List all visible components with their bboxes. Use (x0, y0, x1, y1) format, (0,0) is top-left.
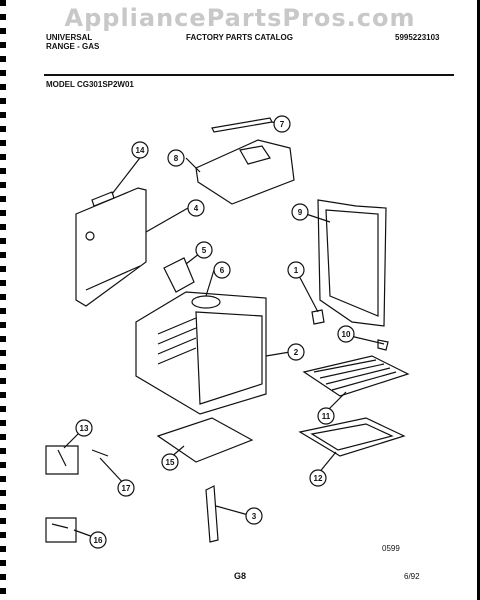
part-7-bracket (211, 117, 273, 133)
callout-label-15: 15 (166, 458, 175, 467)
callout-label-7: 7 (280, 120, 285, 129)
callout-label-4: 4 (194, 204, 199, 213)
part-10-stop (377, 339, 389, 351)
part-11-rack (302, 355, 410, 397)
part-9-side-panel (317, 199, 387, 327)
page-number: G8 (234, 571, 247, 581)
part-1-valve (311, 309, 325, 325)
callout-label-17: 17 (122, 484, 131, 493)
callout-label-13: 13 (80, 424, 89, 433)
drawing-code: 0599 (382, 544, 400, 553)
part-8-top-panel (195, 139, 295, 205)
callout-label-9: 9 (298, 208, 303, 217)
callout-label-16: 16 (94, 536, 103, 545)
callout-2 (287, 343, 305, 361)
callout-label-10: 10 (342, 330, 351, 339)
scan-edge-right (477, 0, 480, 600)
callout-label-14: 14 (136, 146, 145, 155)
callout-label-5: 5 (202, 246, 207, 255)
header-rule (44, 74, 454, 76)
callout-12 (309, 469, 327, 487)
callout-label-2: 2 (294, 348, 299, 357)
callout-5 (195, 241, 213, 259)
part-5-burner-box (163, 257, 195, 293)
callout-11 (317, 407, 335, 425)
callout-3 (245, 507, 263, 525)
callout-16 (89, 531, 107, 549)
part-number: 5995223103 (395, 33, 440, 42)
callout-8 (167, 149, 185, 167)
callout-4 (187, 199, 205, 217)
callout-14 (131, 141, 149, 159)
part-2-oven-body (135, 291, 267, 415)
part-6-burner (191, 295, 221, 309)
part-12-broiler-pan (298, 417, 406, 457)
callout-label-12: 12 (314, 474, 323, 483)
part-14-clip (91, 191, 115, 207)
callout-label-6: 6 (220, 266, 225, 275)
callout-9 (291, 203, 309, 221)
callout-13 (75, 419, 93, 437)
callout-6 (213, 261, 231, 279)
part-3-igniter (205, 485, 219, 543)
callout-17 (117, 479, 135, 497)
callout-7 (273, 115, 291, 133)
callout-label-8: 8 (174, 154, 179, 163)
callout-label-11: 11 (322, 412, 331, 421)
brand-line-2: RANGE - GAS (46, 42, 100, 51)
model-number: MODEL CG301SP2W01 (46, 80, 134, 89)
scan-edge-left (0, 0, 6, 600)
part-4-back-panel (75, 187, 147, 307)
callout-10 (337, 325, 355, 343)
callout-label-1: 1 (294, 266, 299, 275)
revision-date: 6/92 (404, 572, 420, 581)
brand-line-1: UNIVERSAL (46, 33, 93, 42)
part-15-bottom-panel (156, 417, 254, 463)
catalog-title: FACTORY PARTS CATALOG (186, 33, 293, 42)
callout-label-3: 3 (252, 512, 257, 521)
callout-15 (161, 453, 179, 471)
watermark: AppliancePartsPros.com (64, 4, 416, 32)
callout-1 (287, 261, 305, 279)
part-17-screw (91, 449, 109, 457)
part-16-box (45, 517, 77, 543)
part-13-box (45, 445, 79, 475)
